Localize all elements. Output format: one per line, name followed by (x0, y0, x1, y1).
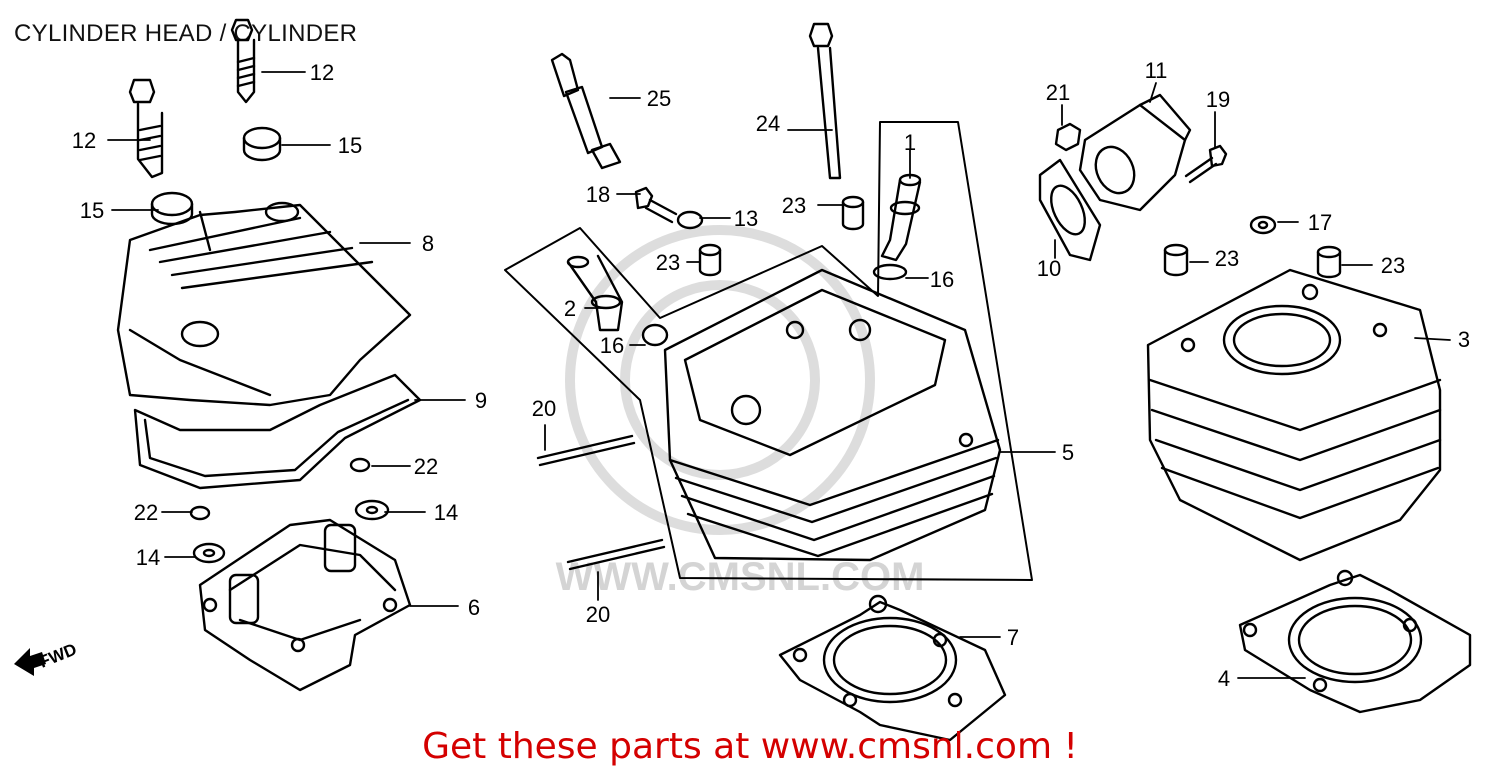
callout-25: 25 (647, 86, 671, 111)
o-ring-16-right (872, 263, 908, 281)
callout-17: 17 (1308, 210, 1332, 235)
head-cover-8 (116, 201, 412, 407)
diagram-title: CYLINDER HEAD / CYLINDER (14, 20, 358, 47)
head-gasket-7 (778, 594, 1007, 742)
callout-10: 10 (1037, 256, 1061, 281)
callout-12-left: 12 (72, 128, 96, 153)
callout-7: 7 (1007, 625, 1019, 650)
fwd-label: FWD (36, 640, 79, 672)
callout-23-a: 23 (782, 193, 806, 218)
callout-5: 5 (1062, 440, 1074, 465)
fwd-arrow (14, 648, 46, 676)
callout-11: 11 (1145, 58, 1168, 83)
callout-21: 21 (1046, 80, 1070, 105)
leader-lines (107, 71, 1451, 679)
callout-9: 9 (475, 388, 487, 413)
callout-20-lower: 20 (586, 602, 610, 627)
callout-23-c: 23 (1215, 246, 1239, 271)
callout-3: 3 (1458, 327, 1470, 352)
callout-18: 18 (586, 182, 610, 207)
callout-15-left: 15 (80, 198, 104, 223)
callout-6: 6 (468, 595, 480, 620)
callout-13: 13 (734, 206, 758, 231)
callout-22-left: 22 (134, 500, 158, 525)
manifold-gasket-10 (1038, 158, 1102, 262)
washer-13 (676, 210, 704, 230)
callout-4: 4 (1218, 666, 1230, 691)
callout-labels: 1 2 3 4 5 6 7 8 9 10 11 12 12 13 14 14 1… (72, 58, 1470, 691)
footer-link[interactable]: Get these parts at www.cmsnl.com ! (422, 726, 1078, 767)
cam-holder-6 (198, 518, 412, 692)
callout-16-left: 16 (600, 333, 624, 358)
callout-22-right: 22 (414, 454, 438, 479)
callout-8: 8 (422, 231, 434, 256)
stud-20-lower (566, 538, 666, 571)
washer-14-right (354, 499, 390, 521)
o-ring-16-left (641, 323, 669, 347)
cylinder-3 (1146, 268, 1442, 562)
bolt-18 (634, 186, 678, 224)
callout-23-d: 23 (1381, 253, 1405, 278)
dowel-23-a (841, 195, 865, 231)
dowel-23-d (1316, 245, 1342, 279)
bolt-12-left (128, 78, 164, 179)
nut-21 (1054, 122, 1082, 152)
callout-23-b: 23 (656, 250, 680, 275)
stud-20-upper (536, 434, 636, 467)
base-gasket-4 (1238, 569, 1472, 714)
cylinder-head-5 (663, 268, 1002, 562)
spark-plug-25 (550, 52, 622, 170)
callout-2: 2 (564, 296, 576, 321)
dowel-23-c (1163, 243, 1189, 277)
nut-22-left (189, 505, 211, 521)
dowel-23-b (698, 243, 722, 277)
stud-bolt-24 (808, 22, 842, 180)
head-assembly-outline (504, 121, 1033, 581)
callout-20-upper: 20 (532, 396, 556, 421)
washer-15-upper (242, 126, 282, 162)
callout-15-upper: 15 (338, 133, 362, 158)
insulator-11 (1078, 93, 1192, 212)
callout-19: 19 (1206, 87, 1230, 112)
watermark-text: WWW.CMSNL.COM (556, 555, 925, 599)
bolt-19 (1184, 144, 1228, 184)
valve-guide-1 (880, 173, 922, 262)
callout-24: 24 (756, 111, 780, 136)
cover-gasket-9 (133, 373, 422, 490)
watermark (565, 225, 875, 535)
callout-12-upper: 12 (310, 60, 334, 85)
callout-16-right: 16 (930, 267, 954, 292)
callout-1: 1 (904, 130, 916, 155)
callout-14-right: 14 (434, 500, 458, 525)
nut-22-right (349, 457, 371, 473)
callout-14-left: 14 (136, 545, 160, 570)
washer-14-left (192, 542, 226, 564)
bolt-12-upper (230, 18, 256, 104)
washer-17 (1249, 215, 1277, 235)
